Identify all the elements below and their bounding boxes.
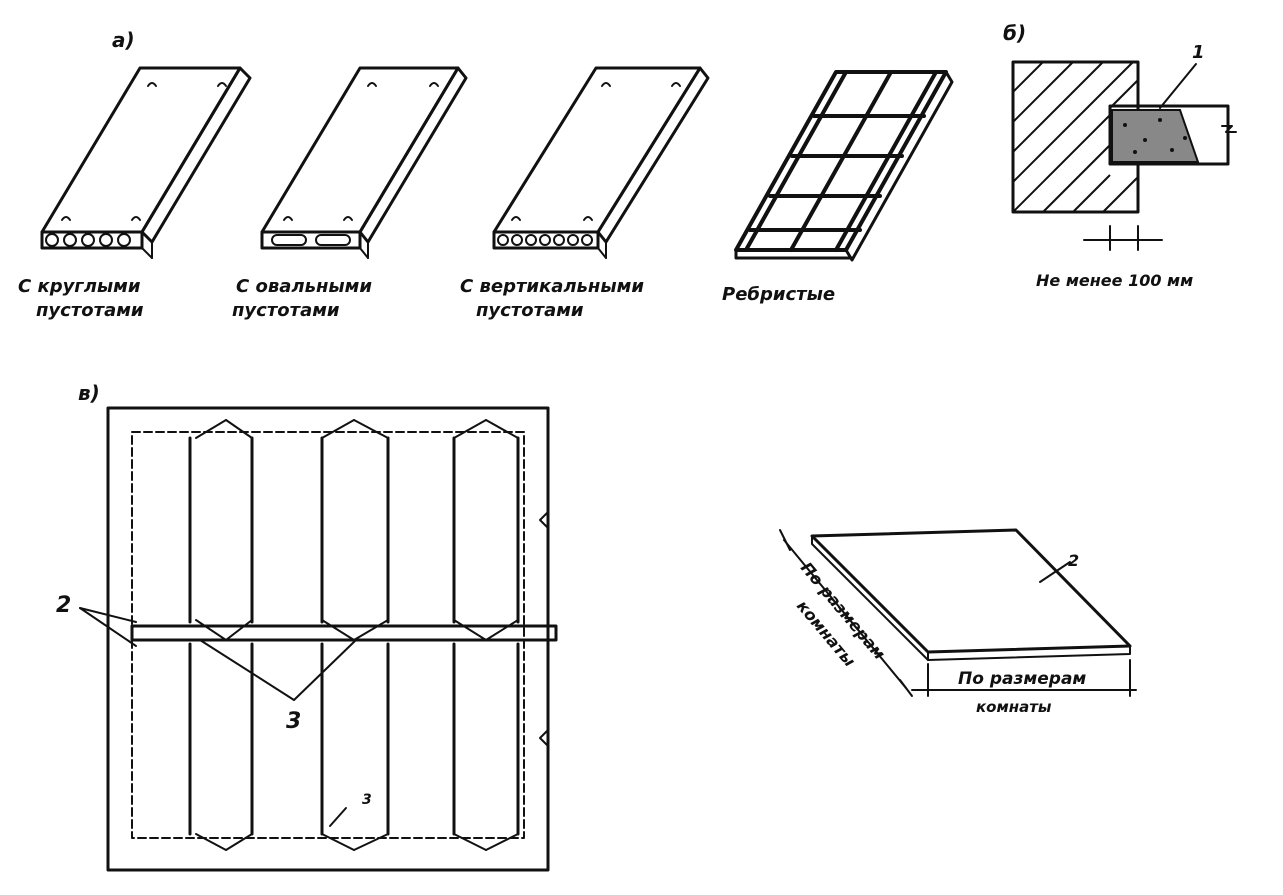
hollow-core-slabs <box>188 436 520 836</box>
dim-bottom-line1: По размерам <box>958 669 1086 689</box>
slab-dimension-left <box>779 529 913 697</box>
slab-ribbed: Ребристые <box>722 70 954 305</box>
caption-round-line1: С круглыми <box>18 276 141 297</box>
marker-3: 3 <box>286 709 301 734</box>
caption-vertical-line2: пустотами <box>476 300 584 321</box>
dim-bottom-line2: комнаты <box>976 698 1052 716</box>
caption-ribbed: Ребристые <box>722 284 835 305</box>
leader-lines <box>79 607 357 827</box>
wall-support-section: 1 Не менее 100 мм <box>1011 42 1237 290</box>
marker-3-small: 3 <box>362 792 372 808</box>
wall-hatching <box>1012 61 1139 213</box>
caption-oval-line2: пустотами <box>232 300 340 321</box>
support-dimension-line <box>1083 225 1163 251</box>
caption-round-line2: пустотами <box>36 300 144 321</box>
lifting-loops <box>61 82 227 221</box>
slab-ribs <box>744 70 938 252</box>
slab-vertical-hollows: С вертикальными пустотами <box>460 66 710 321</box>
oval-hollow-holes <box>271 234 351 246</box>
caption-vertical-line1: С вертикальными <box>460 276 644 297</box>
room-size-slab: 2 По размерам комнаты По размерам комнат… <box>779 528 1137 716</box>
floor-plan-layout: 2 3 3 <box>56 406 558 872</box>
slab-marker-2: 2 <box>1068 551 1079 570</box>
lifting-loops <box>511 82 681 221</box>
slab-round-hollows: С круглыми пустотами <box>18 66 252 321</box>
concrete-texture <box>1123 118 1187 154</box>
lifting-loops <box>283 82 439 221</box>
anchor-ties <box>195 419 519 851</box>
support-dimension-text: Не менее 100 мм <box>1036 271 1193 290</box>
slab-dimension-bottom <box>911 659 1137 697</box>
slab-oval-hollows: С овальными пустотами <box>232 66 468 321</box>
round-hollow-holes <box>45 233 131 247</box>
marker-1: 1 <box>1192 42 1205 63</box>
panel-b-label: б) <box>1003 21 1026 45</box>
marker-2: 2 <box>56 593 71 618</box>
vertical-hollow-holes <box>497 234 593 246</box>
panel-a-label: а) <box>112 28 135 52</box>
caption-oval-line1: С овальными <box>236 276 372 297</box>
panel-v-label: в) <box>78 381 100 405</box>
